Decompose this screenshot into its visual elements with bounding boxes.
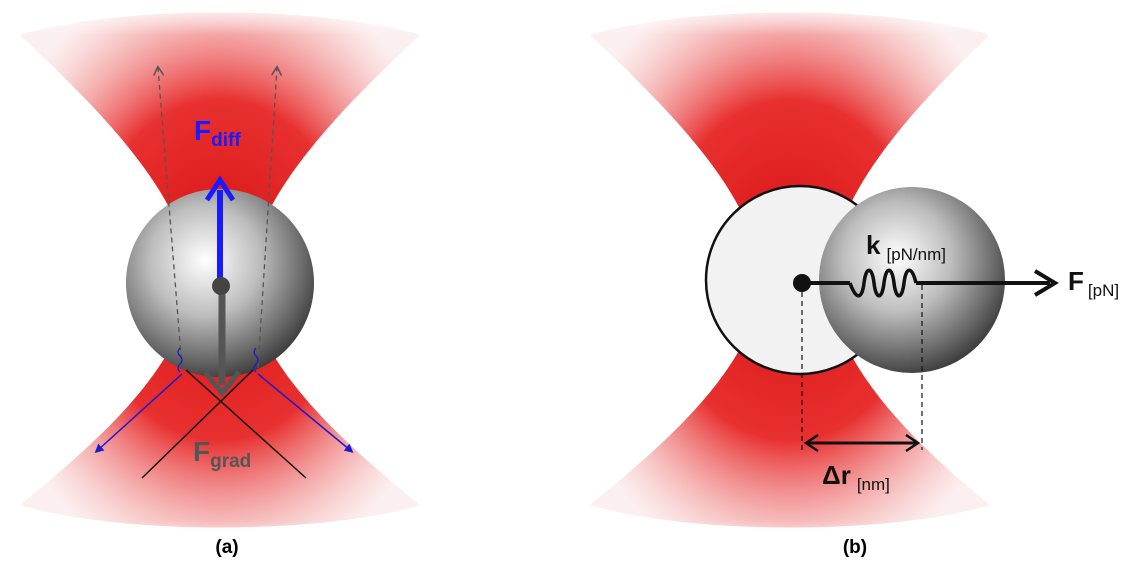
bead-center-a — [212, 277, 230, 295]
incident-ray-1 — [141, 369, 254, 479]
reflected-ray-right — [257, 373, 354, 453]
incident-ray-2 — [185, 369, 307, 479]
bead-b — [819, 187, 1005, 373]
spring-icon — [848, 268, 918, 298]
displacement-arrowhead-right — [905, 433, 921, 453]
grad-force-label: Fgrad — [193, 436, 251, 472]
displacement-label: Δr[nm] — [822, 460, 890, 494]
stiffness-label: k[pN/nm] — [866, 230, 946, 264]
bead-center-b — [793, 274, 811, 292]
diff-force-arrowhead — [204, 175, 236, 202]
wave-icon-right — [253, 347, 259, 373]
panel-b: k[pN/nm] F[pN] Δr[nm] (b) — [580, 0, 1119, 561]
displacement-arrowhead-left — [803, 433, 819, 453]
grad-force-arrowhead — [203, 370, 241, 397]
force-arrowhead — [1033, 269, 1059, 297]
wave-icon-left — [177, 347, 183, 373]
force-label: F[pN] — [1068, 266, 1119, 300]
caption-b: (b) — [843, 537, 867, 558]
reflected-ray-left — [94, 373, 183, 454]
caption-a: (a) — [215, 537, 238, 558]
panel-a: Fdiff Fgrad (a) — [10, 0, 430, 561]
diff-force-label: Fdiff — [194, 115, 241, 151]
